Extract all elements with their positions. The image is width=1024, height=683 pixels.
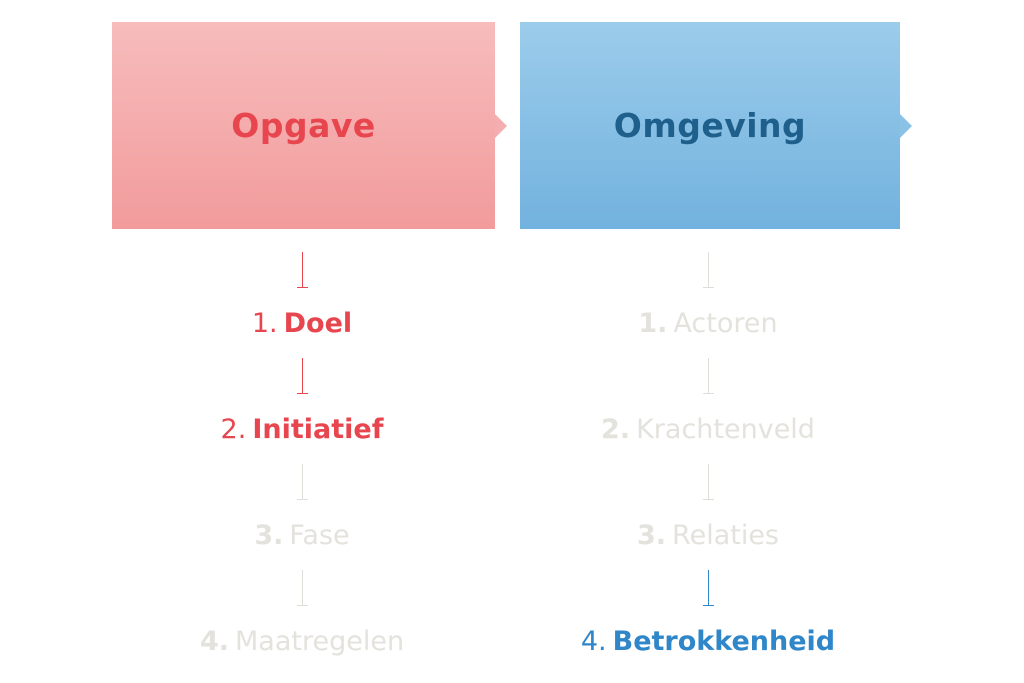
opgave-title: Opgave [231, 106, 376, 145]
opgave-step-1-number: 1. [251, 308, 278, 339]
omgeving-step-4-label: Betrokkenheid [612, 626, 836, 657]
omgeving-header-box: Omgeving [520, 22, 912, 229]
omgeving-step-3-number: 3. [636, 520, 667, 551]
opgave-step-3-number: 3. [254, 520, 284, 551]
omgeving-connector-4 [702, 570, 714, 608]
omgeving-step-1-label: Actoren [673, 308, 778, 339]
omgeving-connector-3 [702, 464, 714, 502]
opgave-step-3-label: Fase [289, 520, 350, 551]
opgave-connector-3 [296, 464, 308, 502]
omgeving-steps-column: 1.Actoren 2.Krachtenveld 3.Relaties 4.Be… [498, 252, 918, 676]
omgeving-step-2: 2.Krachtenveld [498, 396, 918, 464]
omgeving-step-2-label: Krachtenveld [636, 414, 815, 445]
opgave-connector-4 [296, 570, 308, 608]
opgave-step-2-label: Initiatief [252, 414, 384, 445]
opgave-step-2: 2.Initiatief [92, 396, 512, 464]
omgeving-step-3-label: Relaties [672, 520, 780, 551]
opgave-step-3: 3.Fase [92, 502, 512, 570]
omgeving-step-1-number: 1. [638, 308, 668, 339]
omgeving-title: Omgeving [613, 106, 807, 145]
omgeving-step-4-number: 4. [580, 626, 607, 657]
opgave-step-4: 4.Maatregelen [92, 608, 512, 676]
opgave-step-1: 1.Doel [92, 290, 512, 358]
opgave-step-4-number: 4. [199, 626, 229, 657]
opgave-arrow-tip-icon [495, 113, 507, 138]
omgeving-step-4: 4.Betrokkenheid [498, 608, 918, 676]
opgave-steps-column: 1.Doel 2.Initiatief 3.Fase 4.Maatregelen [92, 252, 512, 676]
opgave-header-box: Opgave [112, 22, 507, 229]
opgave-step-4-label: Maatregelen [234, 626, 405, 657]
opgave-step-2-number: 2. [220, 414, 247, 445]
omgeving-step-3: 3.Relaties [498, 502, 918, 570]
opgave-step-1-label: Doel [283, 308, 353, 339]
opgave-connector-1 [296, 252, 308, 290]
opgave-connector-2 [296, 358, 308, 396]
omgeving-step-1: 1.Actoren [498, 290, 918, 358]
omgeving-connector-1 [702, 252, 714, 290]
omgeving-connector-2 [702, 358, 714, 396]
omgeving-step-2-number: 2. [601, 414, 631, 445]
omgeving-arrow-tip-icon [900, 113, 912, 138]
